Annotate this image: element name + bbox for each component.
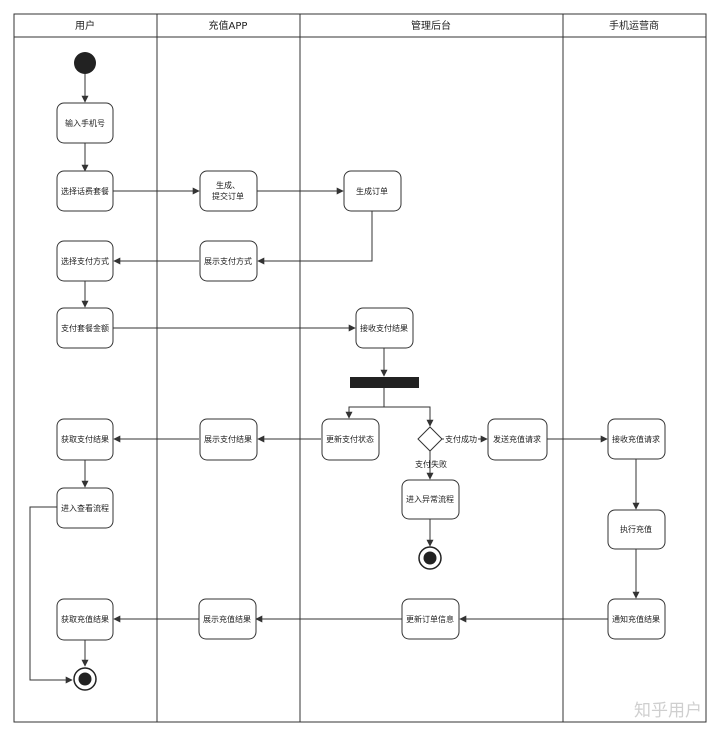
decision-diamond xyxy=(417,426,443,452)
node-label-show-recharge-result: 展示充值结果 xyxy=(203,614,251,624)
node-notify-recharge-result xyxy=(607,598,666,640)
edge-fork-to-update-status xyxy=(345,388,385,419)
edge-label-pay-success: 支付成功 xyxy=(445,434,477,444)
node-send-recharge-request xyxy=(487,418,548,461)
node-enter-view-flow xyxy=(56,487,114,529)
node-update-order-info xyxy=(401,598,460,640)
node-show-pay-result xyxy=(199,418,258,461)
lane-title-app: 充值APP xyxy=(209,19,248,32)
node-label-gen-order-2: 提交订单 xyxy=(212,191,244,201)
node-select-payment xyxy=(56,240,114,282)
node-input-phone xyxy=(56,102,114,144)
node-receive-pay-result xyxy=(355,307,414,349)
node-pay-amount xyxy=(56,307,114,349)
node-label-show-pay-result: 展示支付结果 xyxy=(204,434,252,444)
edges xyxy=(29,74,640,684)
node-label-get-recharge-result: 获取充值结果 xyxy=(61,614,109,624)
edge-label-pay-fail: 支付失败 xyxy=(415,459,447,469)
node-label-update-pay-status: 更新支付状态 xyxy=(326,434,374,444)
lane-title-backend: 管理后台 xyxy=(411,19,451,32)
node-label-notify-recharge-result: 通知充值结果 xyxy=(612,614,660,624)
node-label-get-pay-result: 获取支付结果 xyxy=(61,434,109,444)
node-update-pay-status xyxy=(321,418,380,461)
end-node-error xyxy=(418,546,442,570)
node-get-pay-result xyxy=(56,418,114,461)
node-gen-order xyxy=(199,170,258,212)
lane-title-user: 用户 xyxy=(75,19,95,32)
start-node xyxy=(74,52,96,74)
node-label-enter-error-flow: 进入异常流程 xyxy=(406,494,454,504)
node-show-recharge-result xyxy=(198,598,257,640)
node-label-gen-order-1: 生成、 xyxy=(216,180,240,190)
node-label-receive-pay-result: 接收支付结果 xyxy=(360,323,408,333)
node-label-input-phone: 输入手机号 xyxy=(65,118,105,128)
node-label-update-order-info: 更新订单信息 xyxy=(406,614,454,624)
node-label-enter-view-flow: 进入查看流程 xyxy=(61,503,109,513)
node-enter-error-flow xyxy=(401,479,460,520)
node-execute-recharge xyxy=(607,509,666,550)
node-receive-recharge-request xyxy=(607,418,666,460)
node-label-receive-recharge-request: 接收充值请求 xyxy=(612,434,660,444)
node-label-execute-recharge: 执行充值 xyxy=(620,524,652,534)
watermark: 知乎用户 xyxy=(634,701,702,721)
node-label-select-plan: 选择话费套餐 xyxy=(61,186,109,196)
edge-view-flow-to-end xyxy=(29,506,73,684)
edge-fork-to-decision xyxy=(384,406,434,427)
node-create-order xyxy=(343,170,402,212)
fork-bar xyxy=(350,377,419,388)
node-show-payment xyxy=(199,240,258,282)
edge-create-order-to-show-payment xyxy=(257,211,373,265)
node-label-show-payment: 展示支付方式 xyxy=(204,256,252,266)
node-get-recharge-result xyxy=(56,598,114,641)
node-select-plan xyxy=(56,170,114,212)
swimlane-frame xyxy=(13,13,707,723)
node-label-pay-amount: 支付套餐金额 xyxy=(61,323,109,333)
node-label-select-payment: 选择支付方式 xyxy=(61,256,109,266)
node-label-send-recharge-request: 发送充值请求 xyxy=(493,434,541,444)
end-node-main xyxy=(73,667,97,691)
lane-title-operator: 手机运营商 xyxy=(609,19,659,32)
node-label-create-order: 生成订单 xyxy=(356,186,388,196)
